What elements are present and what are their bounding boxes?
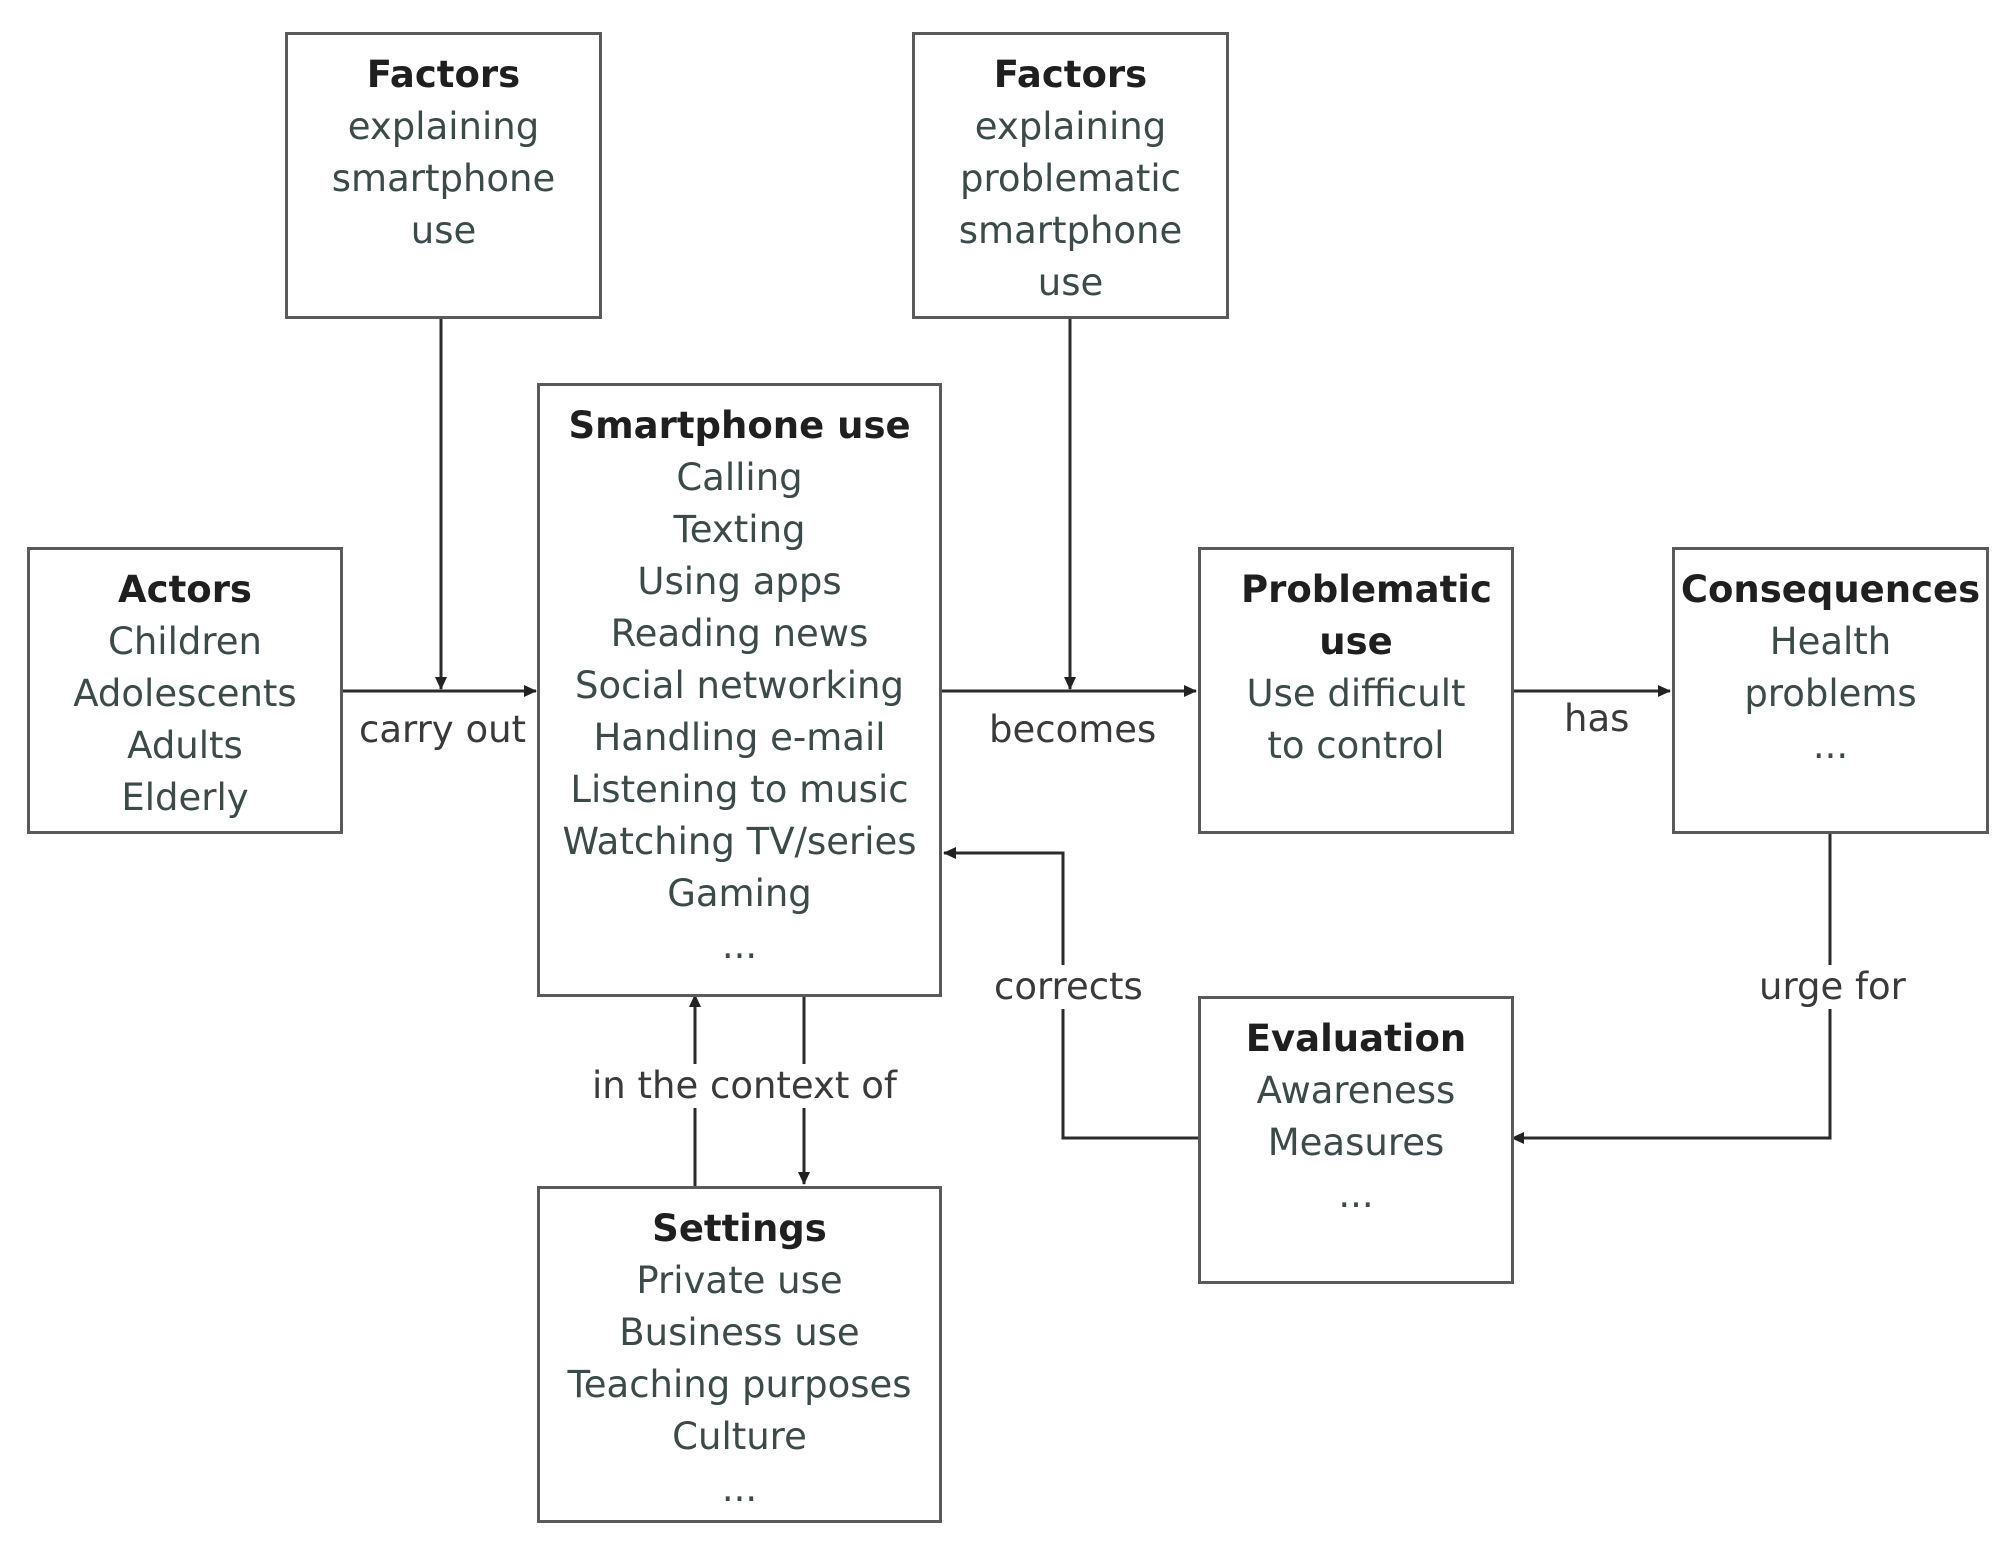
node-line: Listening to music: [570, 768, 909, 811]
node-line: smartphone: [958, 209, 1183, 252]
node-title: Actors: [118, 568, 252, 611]
node-line: problems: [1744, 672, 1917, 715]
node-line: Adolescents: [73, 672, 297, 715]
node-line: Social networking: [575, 664, 904, 707]
settings-box: Settings Private use Business use Teachi…: [537, 1186, 942, 1523]
node-line: ...: [1812, 724, 1849, 767]
edge-consequences-to-evaluation: [1511, 833, 1832, 1144]
node-title: Evaluation: [1245, 1017, 1467, 1060]
node-line: Health: [1769, 620, 1892, 663]
node-line: Using apps: [637, 560, 842, 603]
node-line: problematic: [960, 157, 1181, 200]
node-title: Consequences: [1680, 568, 1981, 611]
node-line: Calling: [676, 456, 803, 499]
node-title: Factors: [366, 53, 521, 96]
node-line: Use difficult: [1246, 672, 1466, 715]
node-title: Factors: [993, 53, 1148, 96]
node-line: Handling e-mail: [593, 716, 886, 759]
factors-smartphone-use-box: Factors explaining smartphone use: [285, 32, 602, 319]
node-line: explaining: [347, 105, 540, 148]
node-line: Awareness: [1256, 1069, 1456, 1112]
edge-label-corrects: corrects: [990, 965, 1147, 1009]
node-line: ...: [721, 924, 758, 967]
node-line: Reading news: [610, 612, 869, 655]
node-title: Problematic use: [1241, 568, 1492, 663]
node-line: Adults: [127, 724, 243, 767]
node-line: use: [1037, 261, 1104, 304]
edge-label-becomes: becomes: [989, 708, 1157, 751]
node-line: Culture: [672, 1415, 807, 1458]
node-line: ...: [1338, 1173, 1374, 1216]
node-title: Settings: [652, 1207, 827, 1250]
node-line: use: [410, 209, 477, 252]
factors-problematic-use-box: Factors explaining problematic smartphon…: [912, 32, 1229, 319]
edge-label-has: has: [1564, 697, 1630, 740]
node-line: explaining: [974, 105, 1167, 148]
edge-label-carry-out: carry out: [359, 708, 527, 751]
node-line: Gaming: [667, 872, 812, 915]
consequences-box: Consequences Health problems ...: [1672, 547, 1989, 834]
node-line: Measures: [1267, 1121, 1445, 1164]
edge-label-urge-for: urge for: [1755, 965, 1910, 1009]
node-line: Texting: [673, 508, 806, 551]
node-line: smartphone: [331, 157, 556, 200]
node-line: Private use: [636, 1259, 843, 1302]
node-title: Smartphone use: [568, 404, 911, 447]
node-line: to control: [1267, 724, 1445, 767]
node-line: ...: [721, 1467, 758, 1510]
node-line: Children: [108, 620, 262, 663]
problematic-use-box: Problematic use Use difficult to control: [1198, 547, 1514, 834]
node-line: Elderly: [121, 776, 249, 819]
edge-label-in-the-context-of: in the context of: [588, 1064, 901, 1108]
node-line: Teaching purposes: [567, 1363, 912, 1406]
smartphone-use-box: Smartphone use Calling Texting Using app…: [537, 383, 942, 997]
actors-box: Actors Children Adolescents Adults Elder…: [27, 547, 343, 834]
node-line: Business use: [619, 1311, 860, 1354]
node-line: Watching TV/series: [562, 820, 917, 863]
evaluation-box: Evaluation Awareness Measures ...: [1198, 996, 1514, 1284]
